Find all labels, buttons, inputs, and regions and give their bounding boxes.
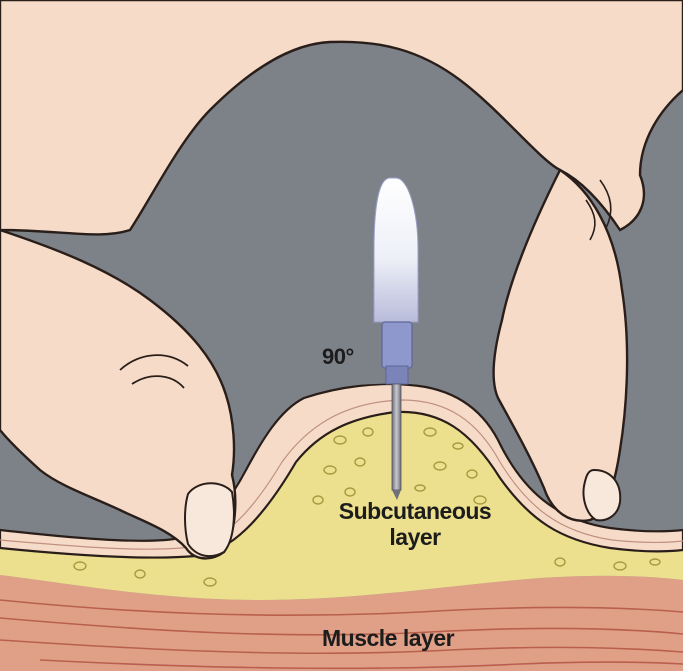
thumbnail-left	[185, 483, 234, 556]
subcutaneous-label-line2: layer	[300, 524, 530, 550]
needle-shaft	[392, 384, 401, 490]
muscle-layer-label: Muscle layer	[322, 625, 454, 652]
subcutaneous-label-line1: Subcutaneous	[300, 498, 530, 524]
subcutaneous-layer-label: Subcutaneous layer	[300, 498, 530, 550]
angle-label: 90°	[322, 344, 354, 370]
syringe-body	[374, 178, 418, 322]
needle-hub-base	[386, 366, 408, 384]
needle-hub	[382, 322, 412, 368]
